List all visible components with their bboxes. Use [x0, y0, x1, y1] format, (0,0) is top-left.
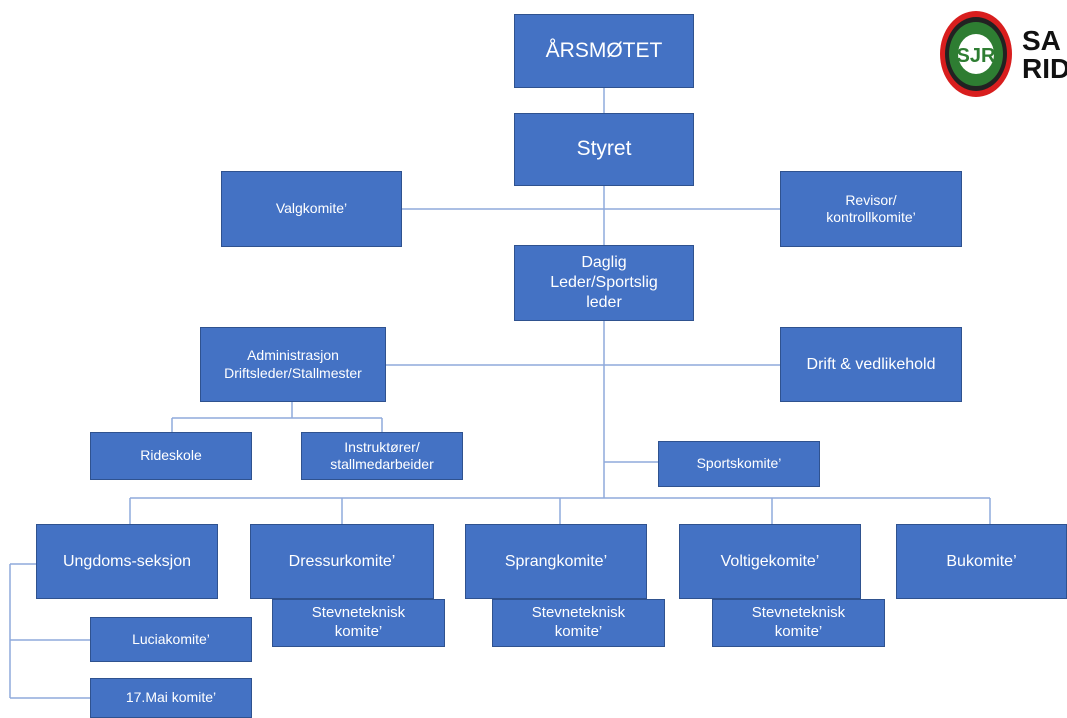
node-voltigekomite: Voltigekomite’ [679, 524, 861, 599]
node-styret: Styret [514, 113, 694, 186]
node-bukomite: Bukomite’ [896, 524, 1067, 599]
node-stevneteknisk-voltige: Stevneteknisk komite’ [712, 599, 885, 647]
node-stevneteknisk-sprang: Stevneteknisk komite’ [492, 599, 665, 647]
node-drift-vedlikehold: Drift & vedlikehold [780, 327, 962, 402]
node-instruktorer: Instruktører/ stallmedarbeider [301, 432, 463, 480]
svg-text:SA: SA [1022, 25, 1061, 56]
svg-text:SJR: SJR [957, 45, 996, 67]
node-sprangkomite: Sprangkomite’ [465, 524, 647, 599]
node-stevneteknisk-dressur: Stevneteknisk komite’ [272, 599, 445, 647]
node-rideskole: Rideskole [90, 432, 252, 480]
node-ungdoms-seksjon: Ungdoms-seksjon [36, 524, 218, 599]
sjr-logo: SJR SA RID [936, 8, 1067, 100]
sjr-logo-emblem: SJR SA RID [940, 11, 1067, 97]
node-luciakomite: Luciakomite’ [90, 617, 252, 662]
node-daglig-leder: Daglig Leder/Sportslig leder [514, 245, 694, 321]
node-valgkomite: Valgkomite’ [221, 171, 402, 247]
node-administrasjon: Administrasjon Driftsleder/Stallmester [200, 327, 386, 402]
node-sportskomite: Sportskomite’ [658, 441, 820, 487]
node-17-mai-komite: 17.Mai komite’ [90, 678, 252, 718]
node-arsmotet: ÅRSMØTET [514, 14, 694, 88]
svg-text:RID: RID [1022, 53, 1067, 84]
node-revisor: Revisor/ kontrollkomite’ [780, 171, 962, 247]
node-dressurkomite: Dressurkomite’ [250, 524, 434, 599]
